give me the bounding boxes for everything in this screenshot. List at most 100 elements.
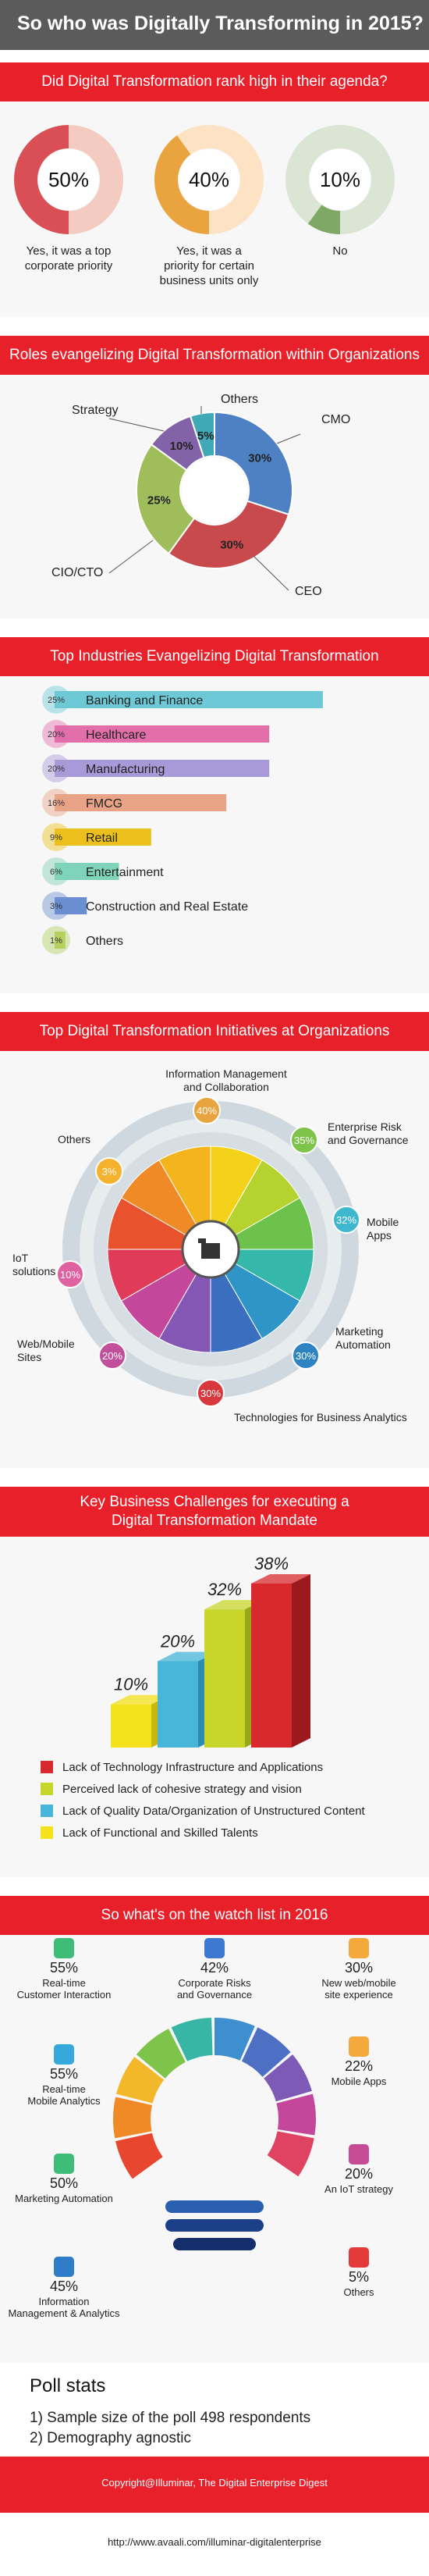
watch-label: Information xyxy=(38,2296,89,2307)
bulb-segment xyxy=(171,2018,213,2061)
watch-item-icon xyxy=(54,1938,74,1958)
industry-badge xyxy=(42,686,70,714)
donut-label: corporate priority xyxy=(25,259,113,273)
section-initiatives-heading: Top Digital Transformation Initiatives a… xyxy=(39,1023,390,1039)
separator xyxy=(0,993,429,1012)
footer-url-link[interactable]: http://www.avaali.com/illuminar-digitale… xyxy=(108,2536,321,2548)
watch-item-icon xyxy=(54,2044,74,2065)
challenge-bar-top xyxy=(204,1600,264,1610)
watch-value: 45% xyxy=(50,2278,78,2294)
legend-label: Lack of Technology Infrastructure and Ap… xyxy=(62,1761,323,1774)
section-roles-heading: Roles evangelizing Digital Transformatio… xyxy=(9,347,420,363)
legend-label: Lack of Quality Data/Organization of Uns… xyxy=(62,1805,366,1818)
donut-hole xyxy=(179,149,239,210)
section-challenges-heading-line2: Digital Transformation Mandate xyxy=(111,1512,317,1529)
watch-label: and Governance xyxy=(177,1989,252,2001)
industry-bar xyxy=(55,725,270,743)
industry-bar xyxy=(55,897,87,914)
industry-value: 20% xyxy=(48,730,65,739)
footer-url-area: http://www.avaali.com/illuminar-digitale… xyxy=(0,2513,429,2576)
donut-label: priority for certain xyxy=(164,259,254,273)
industry-label: Retail xyxy=(86,832,118,845)
legend-swatch xyxy=(41,1761,53,1773)
initiative-label: IoT xyxy=(12,1252,29,1264)
initiative-label: Apps xyxy=(367,1229,392,1242)
watch-label: Corporate Risks xyxy=(178,1977,251,1989)
watch-label: Marketing Automation xyxy=(15,2193,113,2204)
footer-copyright: Copyright@Illuminar, The Digital Enterpr… xyxy=(101,2477,328,2489)
donut-slice xyxy=(14,125,69,234)
initiative-value: 10% xyxy=(60,1269,80,1281)
role-leader-line xyxy=(108,418,165,432)
initiative-label: solutions xyxy=(12,1265,55,1277)
industry-bar xyxy=(55,691,323,708)
industry-bar xyxy=(55,863,119,880)
watch-label: New web/mobile xyxy=(321,1977,395,1989)
challenge-value: 20% xyxy=(160,1631,195,1651)
role-leader-line xyxy=(253,555,289,591)
initiative-label: and Collaboration xyxy=(183,1081,269,1093)
bulb-base-ring xyxy=(165,2200,264,2213)
role-slice xyxy=(189,411,215,459)
initiative-badge xyxy=(290,1126,318,1154)
separator xyxy=(0,317,429,336)
watch-item-icon xyxy=(204,1938,225,1958)
watch-item-icon xyxy=(349,2144,369,2164)
poll-stats: Poll stats 1) Sample size of the poll 49… xyxy=(0,2363,429,2457)
challenge-bar-top xyxy=(111,1694,170,1705)
bulb-segment xyxy=(115,2132,163,2179)
section-roles-heading-band: Roles evangelizing Digital Transformatio… xyxy=(0,336,429,375)
industry-bar xyxy=(55,932,66,949)
industry-value: 3% xyxy=(50,902,62,911)
building-icon xyxy=(201,1243,220,1259)
initiative-value: 3% xyxy=(102,1166,117,1178)
separator xyxy=(0,618,429,637)
initiative-label: Web/Mobile xyxy=(17,1338,75,1350)
watch-label: Others xyxy=(343,2286,374,2298)
section-agenda-heading-band: Did Digital Transformation rank high in … xyxy=(0,62,429,102)
role-value: 5% xyxy=(197,429,214,443)
industry-badge xyxy=(42,857,70,885)
initiative-label: Automation xyxy=(335,1338,391,1351)
section-challenges-heading-line1: Key Business Challenges for executing a xyxy=(80,1494,349,1510)
legend-swatch xyxy=(41,1783,53,1795)
industry-value: 16% xyxy=(48,799,65,808)
watch-label: Mobile Apps xyxy=(332,2075,387,2087)
industry-badge xyxy=(42,720,70,748)
industry-label: Banking and Finance xyxy=(86,694,203,707)
role-label: Others xyxy=(221,393,258,406)
role-slice xyxy=(167,500,290,569)
initiative-badge xyxy=(56,1260,84,1288)
role-donut-hole xyxy=(182,458,247,523)
footer-band: Copyright@Illuminar, The Digital Enterpr… xyxy=(0,2457,429,2513)
challenge-value: 38% xyxy=(254,1554,289,1573)
watch-label: Customer Interaction xyxy=(17,1989,112,2001)
industry-value: 9% xyxy=(50,833,62,843)
industry-label: Construction and Real Estate xyxy=(86,900,248,914)
donut-label: Yes, it was a top xyxy=(27,244,112,258)
watch-value: 55% xyxy=(50,1960,78,1976)
industry-bar xyxy=(55,828,151,846)
watch-value: 20% xyxy=(345,2166,373,2182)
watch-label: Management & Analytics xyxy=(8,2307,120,2319)
watch-item-icon xyxy=(54,2154,74,2174)
challenge-value: 32% xyxy=(207,1580,242,1599)
role-value: 10% xyxy=(170,440,193,453)
industry-value: 1% xyxy=(50,936,62,946)
initiative-value: 20% xyxy=(102,1350,122,1362)
initiative-value: 32% xyxy=(336,1214,356,1226)
challenge-bar-top xyxy=(158,1651,217,1662)
bulb-segment xyxy=(241,2027,291,2077)
initiative-label: Enterprise Risk xyxy=(328,1121,402,1133)
role-slice xyxy=(136,443,196,555)
industry-value: 6% xyxy=(50,868,62,877)
poll-title: Poll stats xyxy=(30,2375,106,2396)
bulb-segment xyxy=(276,2093,316,2136)
initiative-badge xyxy=(292,1341,320,1370)
separator xyxy=(0,1468,429,1487)
poll-line-2: 2) Demography agnostic xyxy=(30,2430,191,2446)
watch-item-icon xyxy=(349,2036,369,2057)
section-industries-heading-band: Top Industries Evangelizing Digital Tran… xyxy=(0,637,429,676)
industry-value: 25% xyxy=(48,696,65,705)
initiative-value: 40% xyxy=(197,1105,217,1117)
